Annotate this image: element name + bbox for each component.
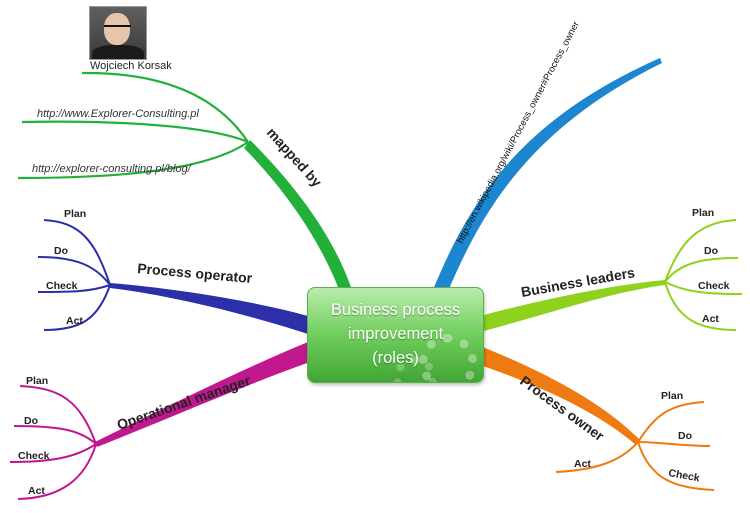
branch-mapped-by-trunk bbox=[244, 140, 352, 292]
leaf-line-blog bbox=[17, 141, 249, 180]
leaf-line-bl-do bbox=[664, 257, 739, 283]
leaf-line-pw-plan bbox=[637, 401, 705, 443]
leaf-bl-act: Act bbox=[702, 313, 719, 325]
central-topic[interactable]: Business process improvement (roles) bbox=[307, 287, 484, 383]
leaf-line-pw-act bbox=[555, 441, 639, 473]
leaf-bl-check: Check bbox=[698, 280, 730, 292]
leaf-line-bl-check bbox=[664, 281, 743, 295]
leaf-bl-do: Do bbox=[704, 245, 718, 257]
leaf-om-check: Check bbox=[18, 450, 50, 462]
leaf-po-plan: Plan bbox=[64, 208, 86, 220]
leaf-line-bl-act bbox=[664, 281, 737, 331]
central-topic-title: Business process improvement (roles) bbox=[330, 301, 461, 367]
leaf-line-po-check bbox=[37, 284, 111, 293]
leaf-po-do: Do bbox=[54, 245, 68, 257]
branch-label-operational-manager: Operational manager bbox=[115, 372, 253, 433]
branch-wiki: http://en.wikipedia.org/wiki/Process_own… bbox=[432, 20, 662, 296]
leaf-po-act: Act bbox=[66, 315, 83, 327]
leaf-po-check: Check bbox=[46, 280, 78, 292]
gear-icon-small bbox=[393, 356, 437, 382]
leaf-line-po-do bbox=[37, 256, 111, 286]
author-photo-face bbox=[104, 13, 130, 45]
leaf-line-bl-plan bbox=[664, 219, 737, 283]
leaf-line-om-plan bbox=[19, 385, 97, 445]
leaf-blog-link[interactable]: http://explorer-consulting.pl/blog/ bbox=[32, 163, 192, 175]
branch-operational-manager: Operational manager Plan Do Check Act bbox=[9, 342, 310, 500]
branch-wiki-trunk bbox=[432, 58, 662, 296]
leaf-line-om-do bbox=[13, 425, 97, 445]
leaf-pw-plan: Plan bbox=[661, 390, 683, 402]
branch-label-mapped-by: mapped by bbox=[264, 124, 325, 190]
branch-label-process-operator: Process operator bbox=[137, 260, 254, 286]
leaf-pw-do: Do bbox=[678, 430, 692, 442]
leaf-bl-plan: Plan bbox=[692, 207, 714, 219]
branch-process-owner-trunk bbox=[472, 346, 640, 445]
leaf-om-plan: Plan bbox=[26, 375, 48, 387]
leaf-pw-act: Act bbox=[574, 458, 591, 470]
branch-process-operator: Process operator Plan Do Check Act bbox=[37, 208, 308, 334]
leaf-pw-check: Check bbox=[667, 467, 700, 484]
branch-mapped-by: mapped by Wojciech Korsak http://www.Exp… bbox=[17, 60, 352, 292]
author-photo-shirt bbox=[92, 45, 144, 59]
leaf-line-po-plan bbox=[43, 219, 111, 286]
leaf-line-author bbox=[81, 71, 249, 143]
branch-process-owner: Process owner Plan Do Check Act bbox=[472, 346, 715, 491]
branch-business-leaders: Business leaders Plan Do Check Act bbox=[480, 207, 743, 332]
branch-process-operator-trunk bbox=[110, 283, 308, 334]
leaf-om-act: Act bbox=[28, 485, 45, 497]
leaf-line-website bbox=[21, 120, 249, 144]
leaf-om-do: Do bbox=[24, 415, 38, 427]
wiki-link[interactable]: http://en.wikipedia.org/wiki/Process_own… bbox=[455, 20, 582, 246]
leaf-line-pw-do bbox=[637, 441, 711, 447]
branch-business-leaders-trunk bbox=[480, 280, 665, 332]
leaf-line-po-act bbox=[43, 284, 111, 331]
author-photo-glasses bbox=[104, 25, 131, 33]
leaf-website-link[interactable]: http://www.Explorer-Consulting.pl bbox=[37, 108, 199, 120]
author-photo bbox=[89, 6, 147, 60]
leaf-line-pw-check bbox=[637, 441, 715, 491]
branch-operational-manager-trunk bbox=[95, 342, 310, 447]
leaf-author-name: Wojciech Korsak bbox=[90, 60, 172, 72]
leaf-line-om-act bbox=[17, 443, 97, 500]
leaf-line-om-check bbox=[9, 443, 97, 463]
